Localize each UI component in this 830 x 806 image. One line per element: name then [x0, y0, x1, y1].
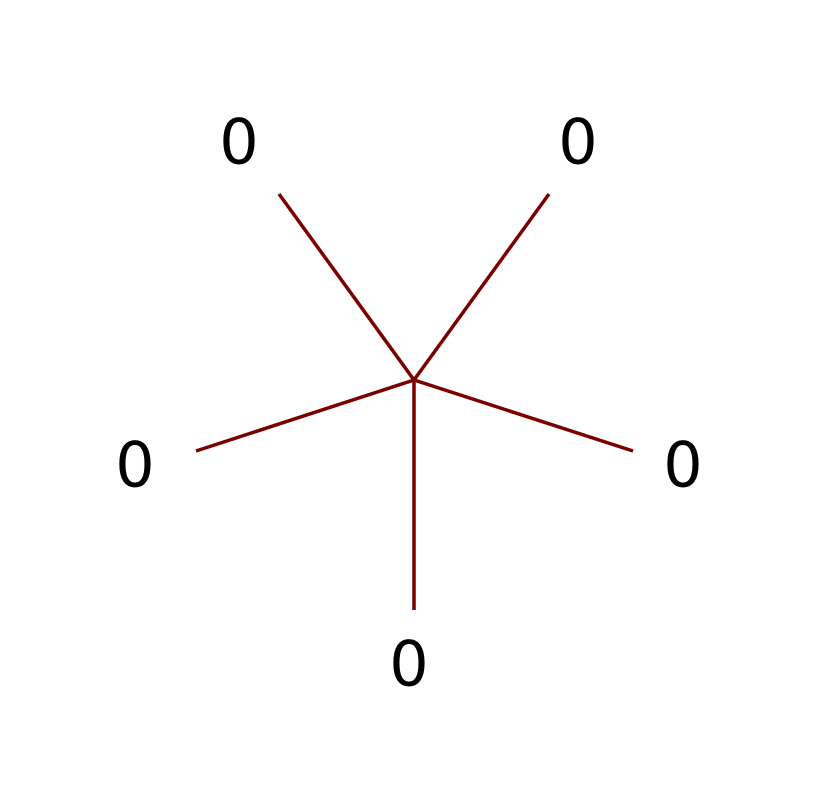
- label-right: 0: [663, 429, 702, 502]
- label-bottom: 0: [389, 628, 428, 701]
- label-left: 0: [115, 429, 154, 502]
- spoke-top-left: [277, 192, 416, 382]
- label-top-right: 0: [558, 106, 597, 179]
- spoke-right: [413, 378, 634, 453]
- spoke-top-right: [412, 192, 551, 382]
- label-top-left: 0: [219, 106, 258, 179]
- spoke-left: [195, 378, 415, 453]
